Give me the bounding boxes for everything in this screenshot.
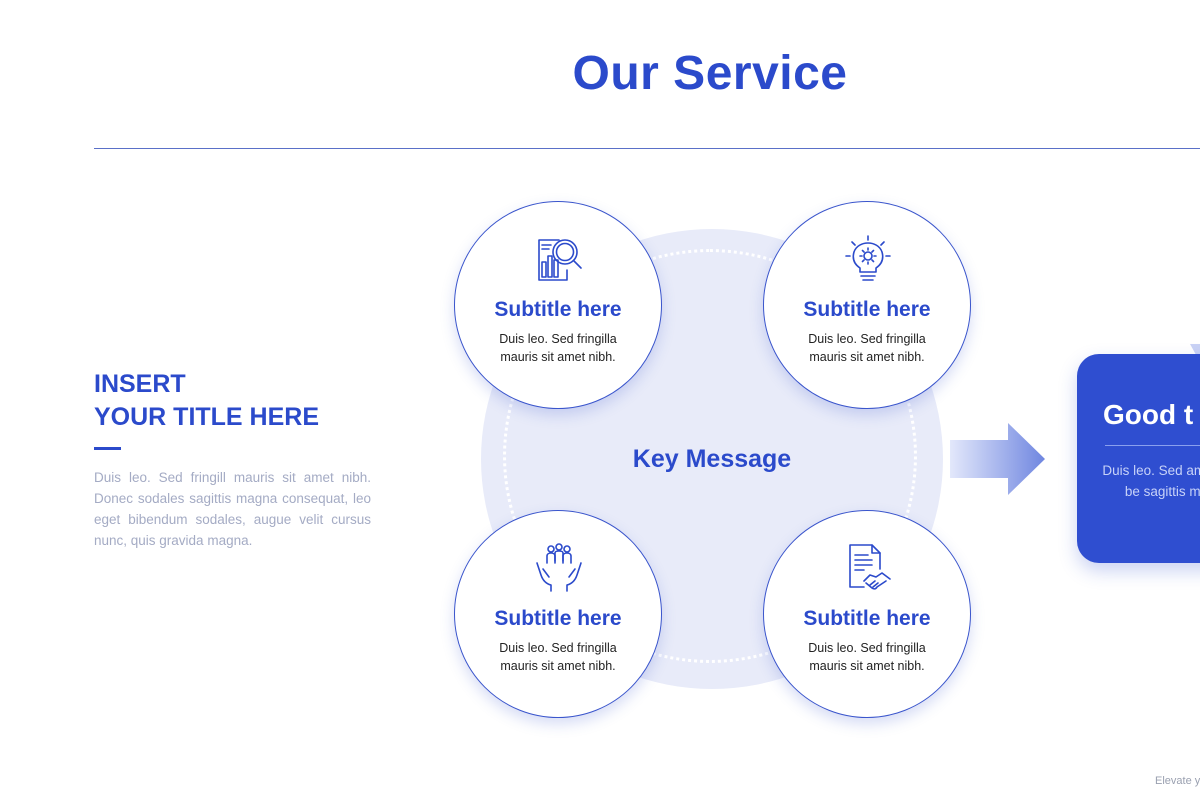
service-subtitle-4: Subtitle here	[803, 607, 931, 630]
hands-people-icon	[536, 543, 582, 592]
section-dash	[94, 447, 121, 450]
service-text-1: Duis leo. Sed fringilla mauris sit amet …	[499, 332, 617, 364]
service-subtitle-1: Subtitle here	[494, 298, 622, 321]
service-subtitle-2: Subtitle here	[803, 298, 931, 321]
service-text-3: Duis leo. Sed fringilla mauris sit amet …	[499, 641, 617, 673]
highlight-card: Good t Duis leo. Sed amet nibh be sagitt…	[1077, 354, 1200, 563]
section-body: Duis leo. Sed fringill mauris sit amet n…	[94, 470, 371, 548]
service-subtitle-3: Subtitle here	[494, 607, 622, 630]
page-title: Our Service	[572, 47, 848, 100]
key-message: Key Message	[632, 445, 792, 473]
section-title-line1: INSERT	[94, 370, 186, 398]
gradient-arrow-icon	[950, 423, 1045, 495]
section-title: INSERT YOUR TITLE HERE	[94, 368, 394, 434]
title-divider	[94, 148, 1200, 149]
section-title-line2: YOUR TITLE HERE	[94, 403, 320, 431]
card-title: Good t	[1103, 399, 1194, 430]
footer-text: Elevate y	[1155, 775, 1200, 787]
service-circle-1: Subtitle here Duis leo. Sed fringilla ma…	[454, 201, 662, 409]
service-text-2: Duis leo. Sed fringilla mauris sit amet …	[808, 332, 926, 364]
dotted-ring	[503, 249, 917, 663]
contract-handshake-icon	[849, 544, 891, 590]
service-text-4: Duis leo. Sed fringilla mauris sit amet …	[808, 641, 926, 673]
card-text: Duis leo. Sed amet nibh be sagittis magn	[1102, 463, 1200, 499]
lightbulb-gear-icon	[845, 235, 891, 281]
service-circle-2: Subtitle here Duis leo. Sed fringilla ma…	[763, 201, 971, 409]
card-divider	[1105, 445, 1200, 446]
report-search-icon	[538, 239, 582, 281]
service-circle-3: Subtitle here Duis leo. Sed fringilla ma…	[454, 510, 662, 718]
service-circle-4: Subtitle here Duis leo. Sed fringilla ma…	[763, 510, 971, 718]
